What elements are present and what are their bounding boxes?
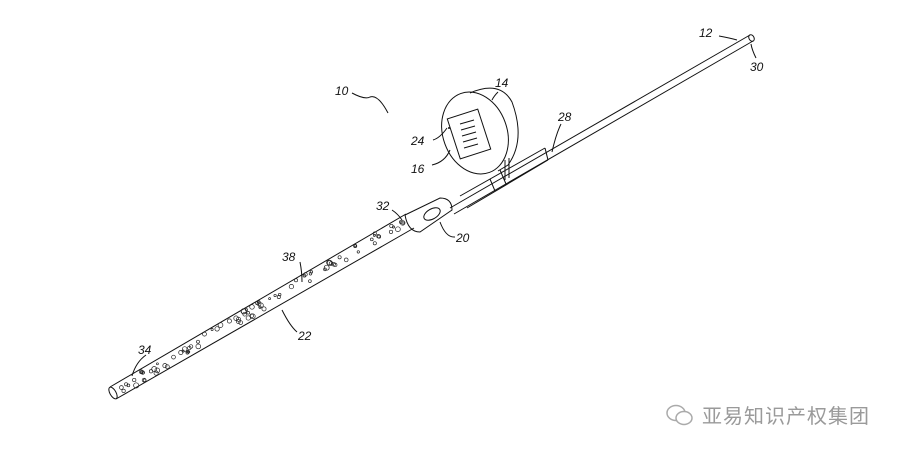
perforation-hole [372, 241, 377, 246]
perforation-hole [343, 257, 349, 263]
perforation-hole [196, 339, 200, 344]
label-rod: 12 [699, 26, 713, 40]
perforation-hole [126, 383, 131, 388]
perforation-hole [214, 326, 220, 332]
perforation-hole [121, 388, 126, 393]
perforation-hole [154, 367, 161, 374]
label-device: 10 [335, 84, 349, 98]
perforation-hole [151, 366, 158, 372]
perforation-hole [246, 311, 250, 315]
perforation-hole [226, 318, 232, 324]
perforations [119, 220, 406, 393]
perforation-hole [392, 225, 395, 229]
perforation-hole [240, 308, 247, 315]
perforation-hole [302, 273, 307, 278]
perforation-hole [250, 313, 256, 320]
label-perforations: 38 [282, 250, 296, 264]
perforation-hole [268, 297, 271, 300]
perforation-hole [256, 301, 262, 307]
watermark: 亚易知识产权集团 [666, 400, 870, 429]
label-probe-tube: 22 [297, 329, 312, 343]
perforation-hole [377, 234, 382, 239]
perforation-hole [202, 331, 207, 337]
label-indicator: 24 [410, 134, 425, 148]
perforation-hole [236, 316, 241, 322]
perforation-hole [153, 370, 159, 376]
perforation-hole [132, 377, 137, 383]
wechat-icon [666, 404, 693, 425]
housing [441, 87, 519, 180]
perforation-hole [171, 354, 176, 360]
perforation-hole [273, 293, 277, 298]
watermark-text: 亚易知识产权集团 [702, 404, 870, 428]
perforation-hole [233, 315, 239, 321]
perforation-hole [261, 306, 267, 312]
label-rod-end: 30 [750, 60, 764, 74]
perforation-hole [245, 315, 251, 321]
perforation-hole [333, 262, 338, 268]
perforation-hole [294, 278, 298, 283]
perforation-hole [238, 320, 243, 325]
leader-lines [131, 35, 757, 377]
perforation-hole [326, 260, 333, 266]
perforation-hole [395, 226, 401, 232]
perforation-hole [148, 369, 154, 374]
perforation-hole [401, 221, 405, 225]
label-tube-end: 32 [376, 199, 390, 213]
perforation-hole [356, 250, 360, 254]
perforation-hole [182, 346, 188, 352]
perforation-hole [323, 264, 330, 271]
perforation-hole [210, 328, 214, 331]
perforation-hole [353, 244, 358, 248]
perforation-hole [370, 237, 374, 242]
perforation-hole [119, 385, 124, 390]
perforation-hole [337, 255, 342, 260]
perforation-hole [276, 295, 281, 299]
perforation-hole [133, 382, 140, 389]
perforation-hole [308, 279, 312, 283]
probe-tube [108, 213, 415, 400]
display [459, 119, 479, 149]
perforation-hole [185, 350, 190, 355]
perforation-hole [141, 371, 145, 375]
perforation-hole [217, 322, 224, 328]
perforation-hole [372, 231, 377, 236]
perforation-hole [400, 220, 406, 226]
perforation-hole [353, 244, 357, 248]
perforation-hole [309, 270, 314, 274]
perforation-hole [373, 234, 376, 237]
perforation-hole [249, 304, 255, 310]
label-display: 16 [411, 162, 425, 176]
perforation-hole [388, 229, 394, 234]
connector [404, 197, 453, 233]
shaft [459, 147, 549, 209]
perforation-hole [288, 284, 294, 290]
label-shaft: 28 [557, 110, 572, 124]
perforation-hole [242, 311, 247, 317]
perforation-hole [235, 319, 241, 324]
perforation-hole [156, 362, 159, 366]
perforation-hole [142, 378, 147, 383]
perforation-hole [328, 261, 334, 266]
perforation-hole [323, 267, 327, 272]
perforation-hole [188, 344, 194, 349]
perforation-hole [162, 363, 168, 369]
label-connector: 20 [455, 231, 470, 245]
label-tip: 34 [138, 343, 152, 357]
label-housing: 14 [495, 76, 509, 90]
rod [449, 34, 755, 215]
perforation-hole [164, 364, 170, 370]
perforation-hole [181, 349, 185, 353]
perforation-hole [195, 343, 202, 350]
indicator [448, 127, 450, 129]
